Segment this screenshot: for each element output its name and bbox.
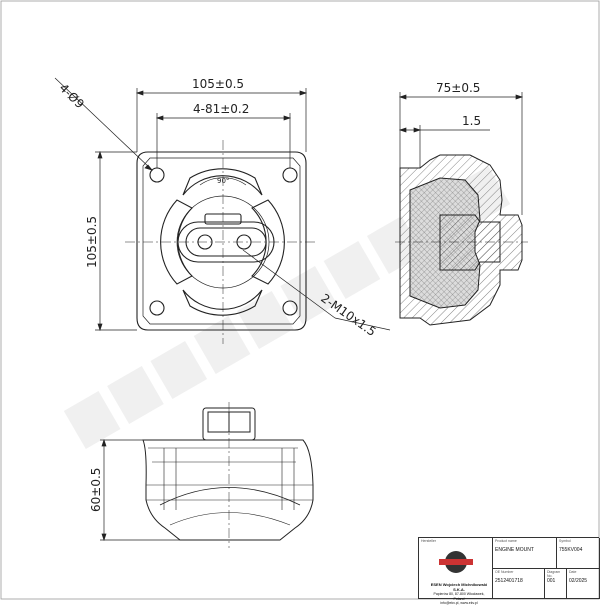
date: 02/2025 [569, 578, 588, 584]
diagram-no: 001 [547, 578, 556, 584]
bottom-housing [142, 439, 314, 541]
company-header-label: Hersteller [421, 539, 436, 543]
side-section-view [395, 154, 528, 326]
diagram-no-cell: Diagram No. 001 [545, 569, 567, 599]
symbol-label: Symbol [559, 539, 571, 543]
company-logo-bar [439, 559, 473, 565]
diagram-no-label: Diagram No. [547, 570, 561, 578]
front-dimensions [54, 77, 391, 332]
company-contact: info@ekv.pl, www.ekv.pl [440, 601, 478, 605]
dim-wall: 1.5 [462, 114, 481, 128]
oe-number-cell: OE Number 2512401718 [493, 569, 545, 599]
date-label: Date [569, 570, 577, 574]
oe-number-label: OE Number [495, 570, 514, 574]
title-block: Hersteller ESEN Wojciech Michnikowski S.… [418, 537, 600, 605]
symbol: 755KV004 [559, 547, 583, 553]
dim-depth: 75±0.5 [436, 81, 480, 95]
dim-thread: 2-M10x1.5 [318, 291, 378, 339]
product-name: ENGINE MOUNT [495, 547, 534, 553]
inner-boss [439, 214, 501, 271]
dim-hole-dia: 4-Ø9 [56, 81, 86, 111]
oe-number: 2512401718 [495, 578, 523, 584]
company-name: ESEN Wojciech Michnikowski S.K.A. [430, 582, 488, 592]
bottom-dimensions [100, 438, 180, 542]
mount-hole [282, 167, 298, 183]
product-name-label: Product name [495, 539, 517, 543]
front-view [125, 140, 318, 344]
company-cell: Hersteller ESEN Wojciech Michnikowski S.… [419, 538, 493, 605]
dim-height-front: 105±0.5 [85, 216, 99, 268]
company-info: ESEN Wojciech Michnikowski S.K.A. Papier… [429, 582, 489, 606]
company-address: Papierów 80, 87-800 Włocławek, Poland [433, 592, 485, 601]
mount-hole [282, 300, 298, 316]
front-plate-outline [136, 151, 307, 331]
date-cell: Date 02/2025 [567, 569, 600, 599]
dim-height-side: 60±0.5 [89, 468, 103, 512]
symbol-cell: Symbol 755KV004 [557, 538, 600, 569]
mount-hole [149, 300, 165, 316]
dim-angle: 90° [217, 177, 229, 185]
dim-overall-width: 105±0.5 [192, 77, 244, 91]
product-name-cell: Product name ENGINE MOUNT [493, 538, 557, 569]
dim-hole-spacing: 4-81±0.2 [193, 102, 249, 116]
inner-ring [182, 168, 263, 196]
bottom-view [142, 402, 314, 548]
side-dimensions [398, 92, 524, 215]
